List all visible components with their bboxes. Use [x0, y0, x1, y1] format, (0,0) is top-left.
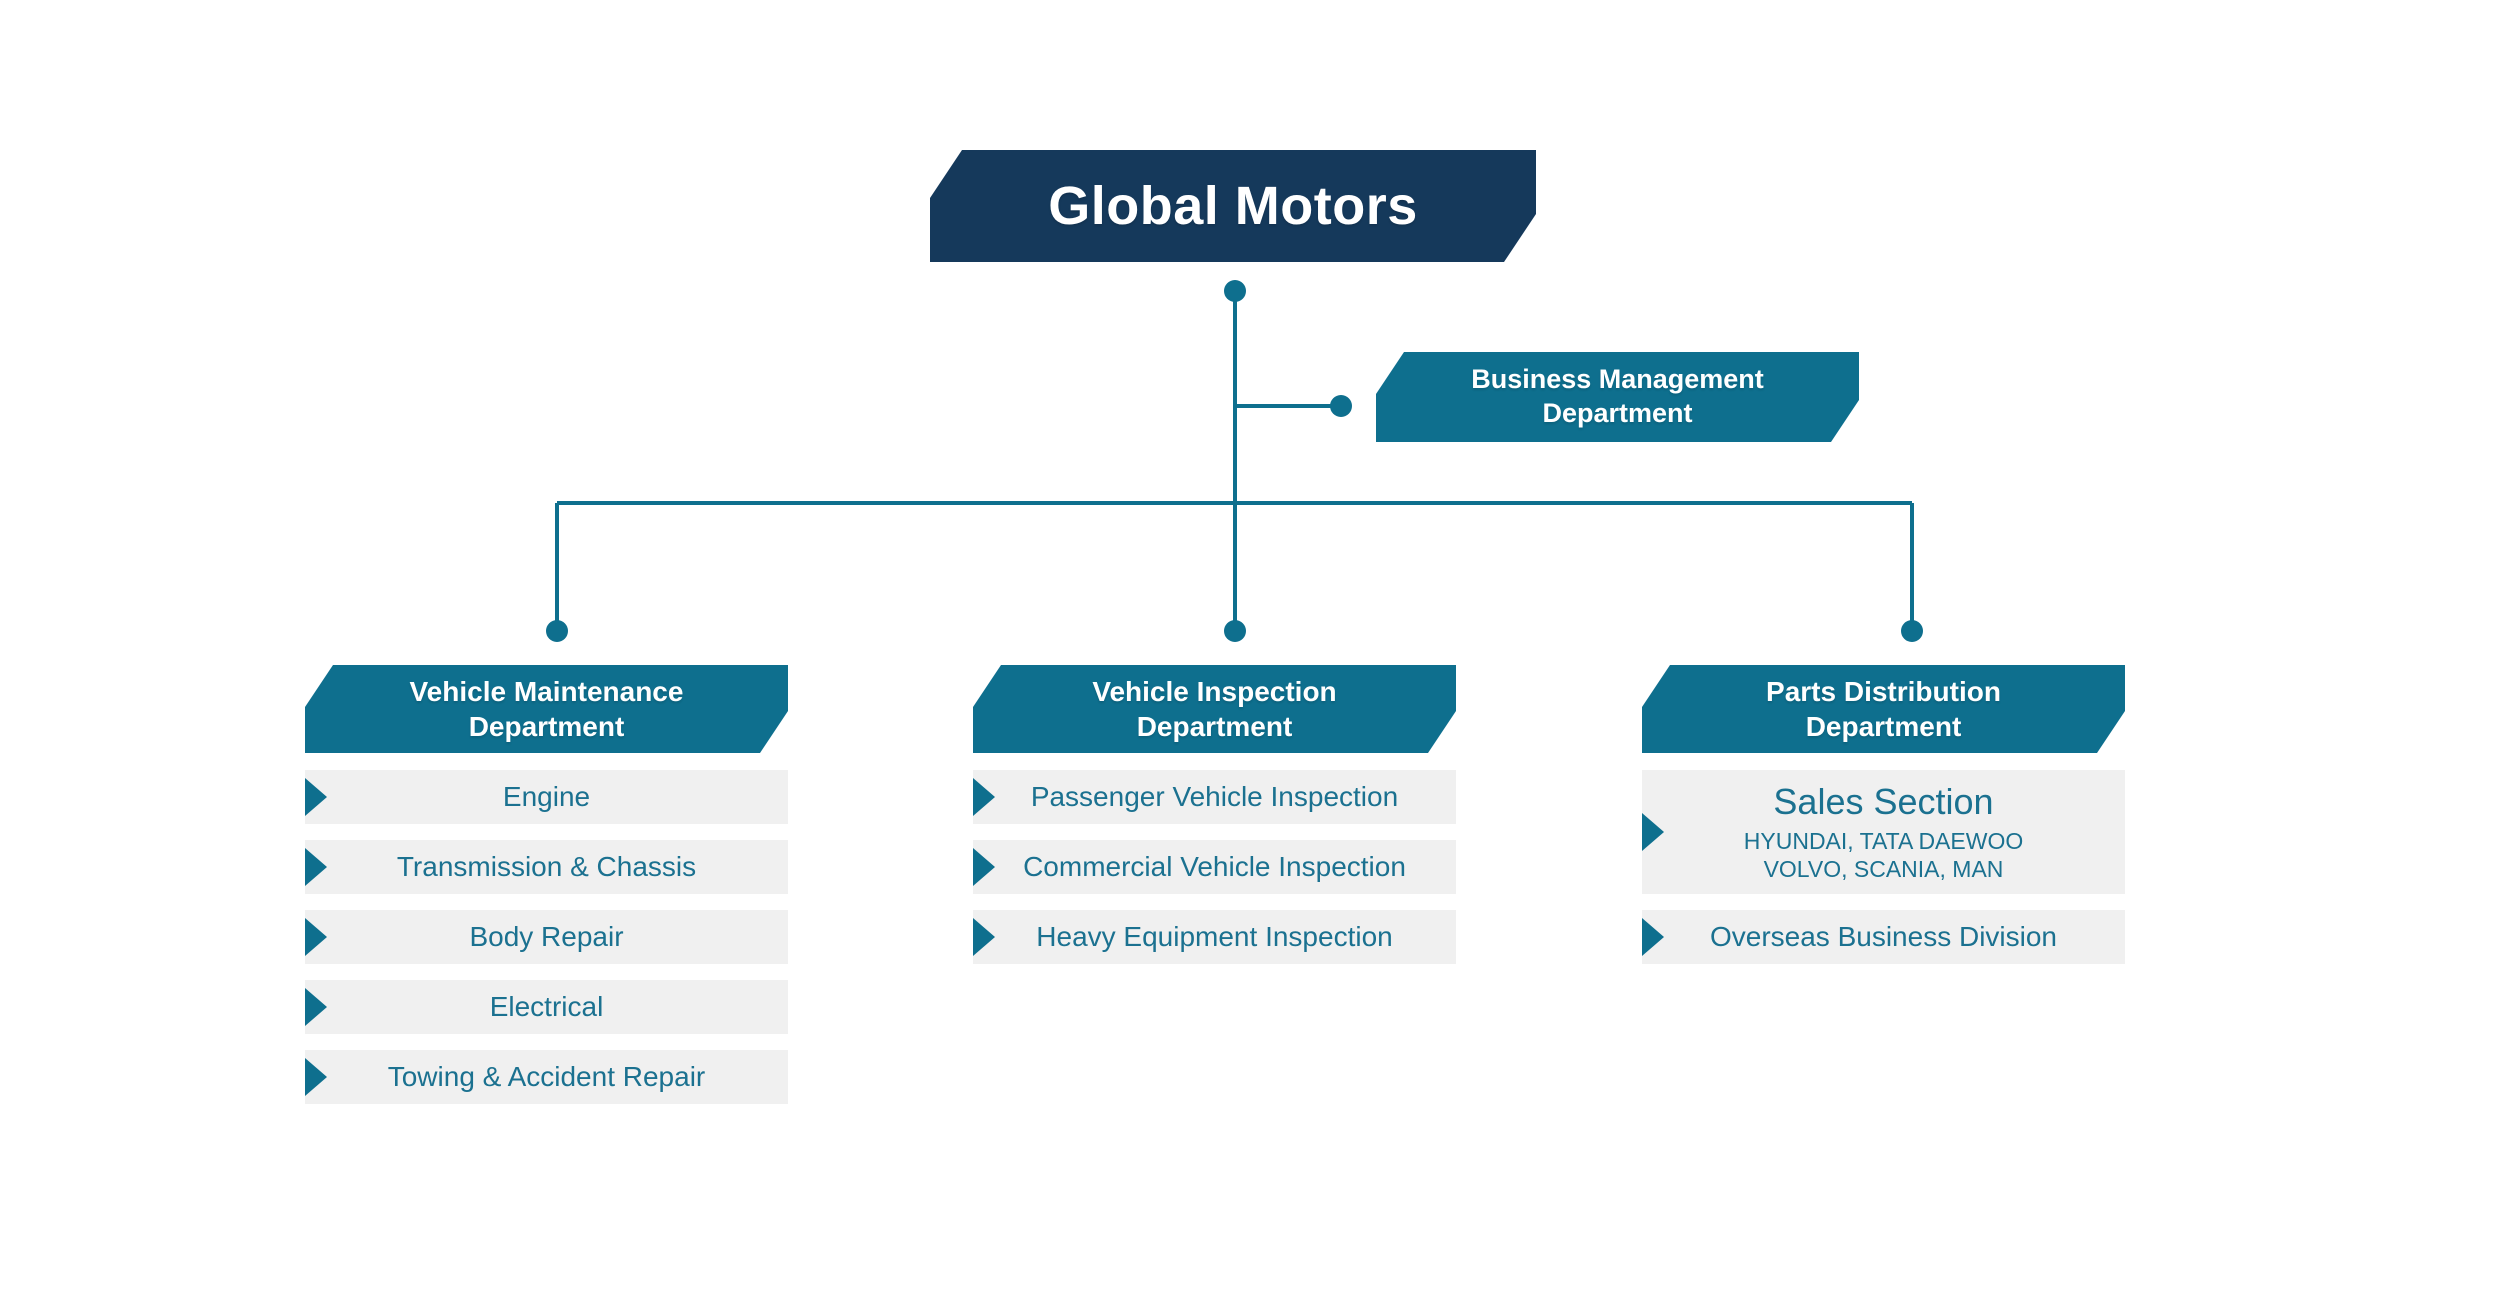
staff-node-label: Business Management Department: [1471, 364, 1764, 428]
dept-banner-label: Parts Distribution Department: [1766, 676, 2001, 742]
connector-dot: [1901, 620, 1923, 642]
arrow-right-icon: [973, 918, 995, 956]
node-parts-distribution-department: Parts Distribution Department: [1642, 665, 2125, 753]
item-label: Commercial Vehicle Inspection: [1023, 851, 1406, 882]
arrow-right-icon: [305, 1058, 327, 1096]
connector-dot: [1224, 620, 1246, 642]
item-label: Engine: [502, 781, 591, 812]
arrow-right-icon: [1642, 918, 1664, 956]
item-sub-label: HYUNDAI, TATA DAEWOO VOLVO, SCANIA, MAN: [1743, 827, 2024, 882]
item-label: Towing & Accident Repair: [387, 1061, 706, 1092]
dept-item: Commercial Vehicle Inspection: [973, 840, 1456, 894]
dept-item: Electrical: [305, 980, 788, 1034]
dept-banner-label: Vehicle Maintenance Department: [409, 676, 684, 742]
node-vehicle-inspection-department: Vehicle Inspection Department: [973, 665, 1456, 753]
item-label: Overseas Business Division: [1709, 921, 2058, 952]
arrow-right-icon: [973, 848, 995, 886]
connector-dot: [1330, 395, 1352, 417]
arrow-right-icon: [305, 918, 327, 956]
connector-dot: [546, 620, 568, 642]
arrow-right-icon: [973, 778, 995, 816]
column-vehicle-inspection: Vehicle Inspection Department Passenger …: [973, 665, 1456, 964]
dept-item: Towing & Accident Repair: [305, 1050, 788, 1104]
dept-item: Body Repair: [305, 910, 788, 964]
item-label: Passenger Vehicle Inspection: [1030, 781, 1399, 812]
item-label: Body Repair: [469, 921, 624, 952]
connector-dot: [1224, 280, 1246, 302]
root-node-global-motors: Global Motors: [930, 150, 1536, 262]
node-vehicle-maintenance-department: Vehicle Maintenance Department: [305, 665, 788, 753]
arrow-right-icon: [305, 778, 327, 816]
dept-item: Transmission & Chassis: [305, 840, 788, 894]
dept-item: Passenger Vehicle Inspection: [973, 770, 1456, 824]
arrow-right-icon: [1642, 813, 1664, 851]
dept-item: Heavy Equipment Inspection: [973, 910, 1456, 964]
root-node-title: Global Motors: [1048, 176, 1418, 236]
dept-item: Overseas Business Division: [1642, 910, 2125, 964]
dept-banner-label: Vehicle Inspection Department: [1092, 676, 1337, 742]
item-label: Sales Section: [1773, 780, 1994, 822]
arrow-right-icon: [305, 848, 327, 886]
column-parts-distribution: Parts Distribution Department Sales Sect…: [1642, 665, 2125, 964]
arrow-right-icon: [305, 988, 327, 1026]
item-label: Transmission & Chassis: [396, 851, 697, 882]
node-business-management-department: Business Management Department: [1376, 352, 1859, 442]
item-label: Heavy Equipment Inspection: [1036, 921, 1393, 952]
item-label: Electrical: [489, 991, 604, 1022]
dept-item: Engine: [305, 770, 788, 824]
